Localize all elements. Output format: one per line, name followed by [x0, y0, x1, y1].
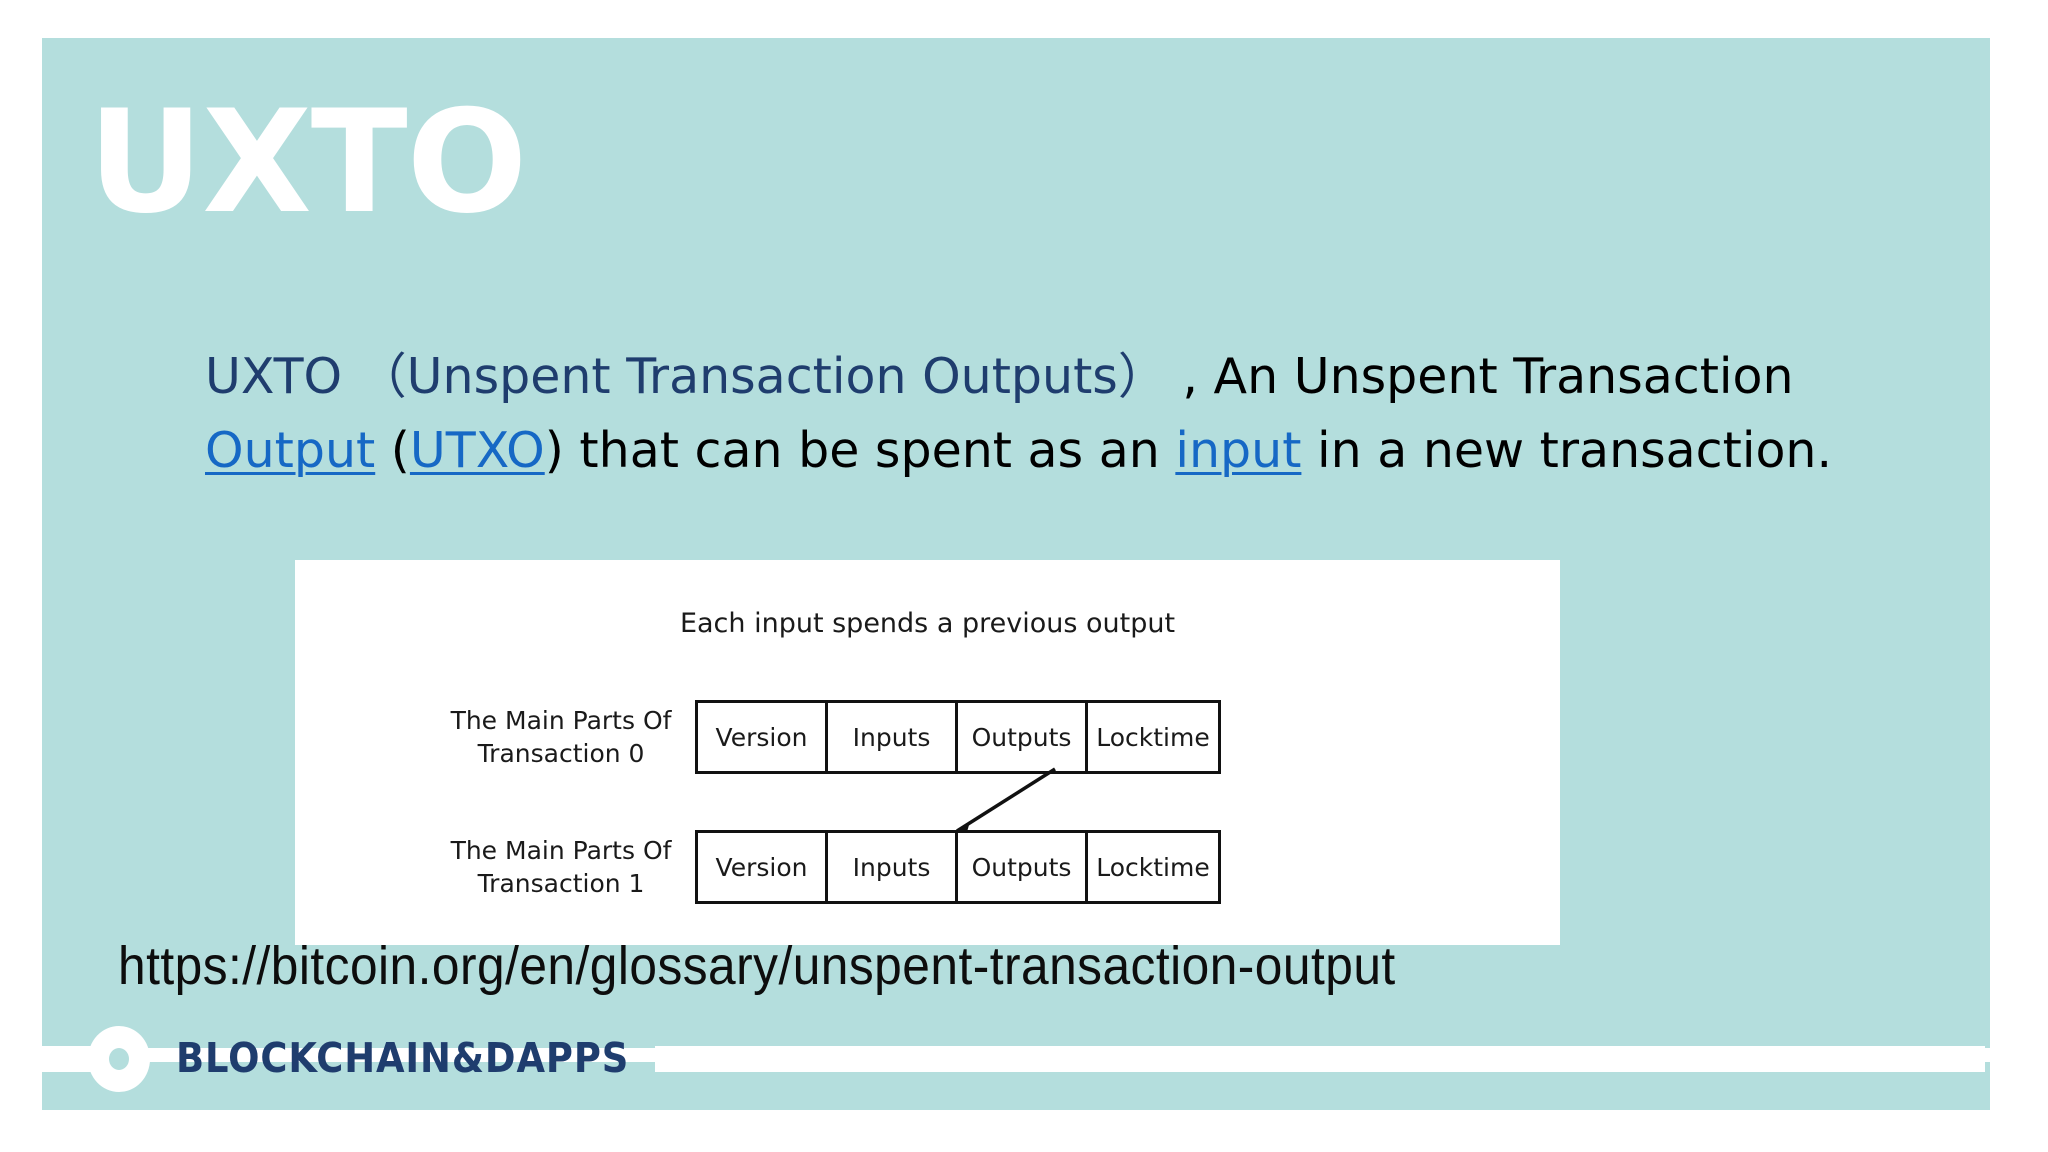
ring-icon	[88, 1026, 150, 1092]
page-title: UXTO	[88, 80, 527, 245]
output-link[interactable]: Output	[205, 422, 376, 479]
tx1-cell-outputs: Outputs	[958, 833, 1088, 901]
transaction-1-label-line1: The Main Parts Of	[450, 836, 672, 865]
tx0-cell-locktime: Locktime	[1096, 722, 1210, 752]
transaction-0-label-line1: The Main Parts Of	[450, 706, 672, 735]
tx1-cell-inputs: Inputs	[828, 833, 958, 901]
definition-text-d: in a new transaction.	[1301, 422, 1833, 479]
diagram-caption: Each input spends a previous output	[679, 608, 1176, 639]
transaction-1-label-line2: Transaction 1	[477, 869, 645, 898]
tx0-cell-inputs: Inputs	[828, 703, 958, 771]
definition-text-b: (	[375, 422, 410, 479]
input-link[interactable]: input	[1175, 422, 1302, 479]
utxo-link[interactable]: UTXO	[409, 422, 545, 479]
definition-term: UXTO （Unspent Transaction Outputs）	[205, 348, 1167, 405]
definition-paragraph: UXTO （Unspent Transaction Outputs） , An …	[205, 340, 1905, 488]
definition-text-c: ) that can be spent as an	[544, 422, 1176, 479]
transaction-0-table: Version Inputs Outputs Locktime	[695, 700, 1221, 774]
tx0-cell-outputs: Outputs	[958, 703, 1088, 771]
transaction-diagram-card: Each input spends a previous output The …	[295, 560, 1560, 945]
transaction-1-table: Version Inputs Outputs Locktime	[695, 830, 1221, 904]
transaction-row-0: The Main Parts Of Transaction 0 Version …	[445, 700, 1221, 774]
source-url[interactable]: https://bitcoin.org/en/glossary/unspent-…	[118, 936, 1396, 996]
definition-text-a: , An Unspent Transaction	[1166, 348, 1794, 405]
transaction-0-label-line2: Transaction 0	[477, 739, 645, 768]
transaction-row-1: The Main Parts Of Transaction 1 Version …	[445, 830, 1221, 904]
transaction-1-label: The Main Parts Of Transaction 1	[445, 834, 695, 900]
footer-brand-label: BLOCKCHAIN&DAPPS	[176, 1034, 630, 1082]
tx1-cell-version: Version	[698, 833, 828, 901]
transaction-0-label: The Main Parts Of Transaction 0	[445, 704, 695, 770]
tx0-cell-version: Version	[698, 703, 828, 771]
tx1-cell-locktime: Locktime	[1096, 852, 1210, 882]
footer-bar-right	[655, 1046, 1985, 1072]
